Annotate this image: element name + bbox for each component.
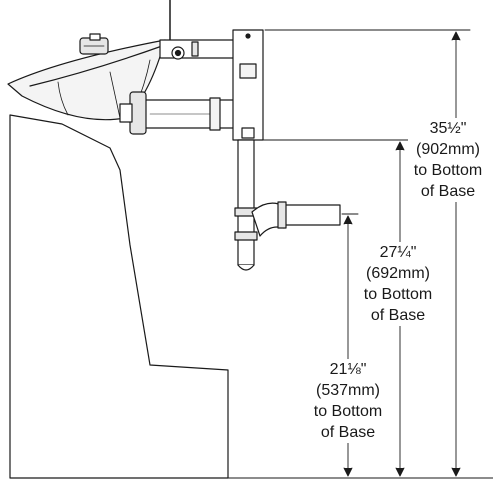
dimension-value: 27¼" [379,244,417,261]
dimension-caption-2: of Base [320,424,376,441]
dimension-metric: (537mm) [315,382,380,399]
dimension-caption-1: to Bottom [413,162,483,179]
eyewash-bowl [7,39,166,121]
dimension-caption-1: to Bottom [363,286,433,303]
pedestal-base [9,114,229,479]
dimension-label-27-25: 27¼" (692mm) to Bottom of Base [356,242,440,326]
spray-head [79,33,109,55]
dimension-label-35-5: 35½" (902mm) to Bottom of Base [408,118,488,202]
dimension-caption-2: of Base [370,307,426,324]
dimension-line-35-5 [451,31,461,477]
dimension-value: 35½" [429,120,467,137]
dimension-caption-1: to Bottom [313,403,383,420]
valve-body [232,29,264,141]
drain-elbow [251,201,341,237]
upper-supply-pipe [159,39,236,60]
dimension-leaders [261,29,471,215]
dimension-label-21-125: 21⅛" (537mm) to Bottom of Base [306,359,390,443]
dimension-value: 21⅛" [329,361,367,378]
dimension-metric: (692mm) [365,265,430,282]
dimension-metric: (902mm) [415,141,480,158]
dimension-caption-2: of Base [420,183,476,200]
lower-supply-pipe [119,91,236,135]
drain-pipe [234,139,258,271]
